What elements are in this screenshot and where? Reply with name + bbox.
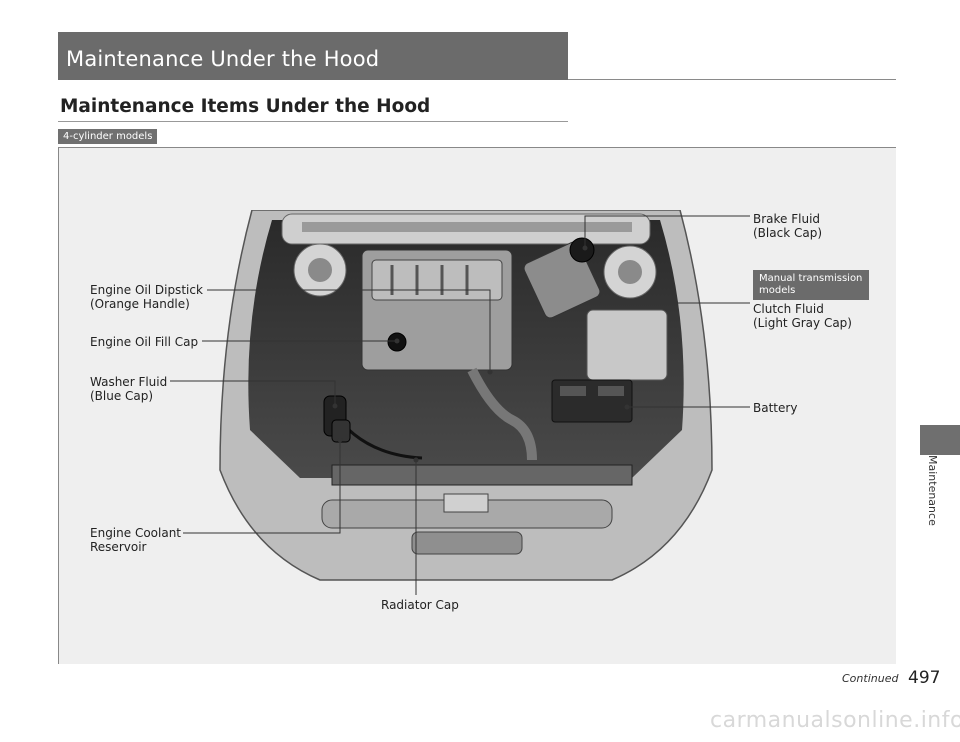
callout-radiator-cap: Radiator Cap (381, 598, 459, 612)
callout-battery: Battery (753, 401, 797, 415)
side-section-label: Maintenance (921, 455, 939, 545)
callout-washer-fluid: Washer Fluid (Blue Cap) (90, 375, 167, 403)
page-number: 497 (908, 668, 940, 688)
callout-engine-coolant-reservoir: Engine Coolant Reservoir (90, 526, 181, 554)
callout-engine-oil-dipstick: Engine Oil Dipstick (Orange Handle) (90, 283, 203, 311)
continued-label: Continued (842, 672, 898, 685)
callout-clutch-fluid: Clutch Fluid (Light Gray Cap) (753, 302, 852, 330)
side-section-tab (920, 425, 960, 455)
site-watermark: carmanualsonline.info (710, 708, 960, 733)
callout-engine-oil-fill-cap: Engine Oil Fill Cap (90, 335, 198, 349)
callout-brake-fluid: Brake Fluid (Black Cap) (753, 212, 822, 240)
manual-transmission-badge: Manual transmission models (753, 270, 869, 300)
